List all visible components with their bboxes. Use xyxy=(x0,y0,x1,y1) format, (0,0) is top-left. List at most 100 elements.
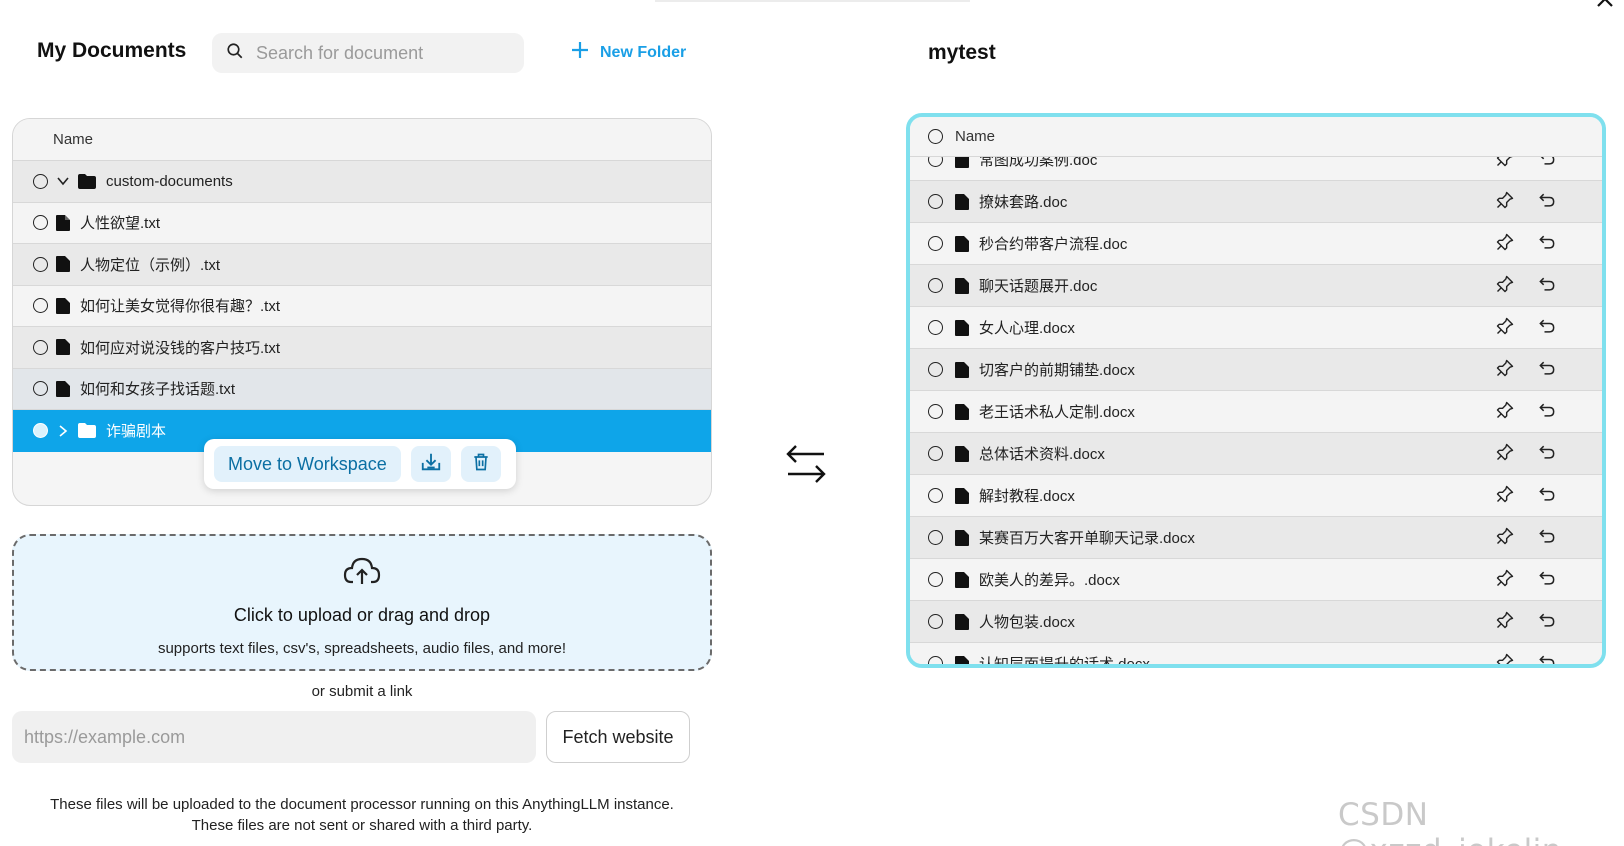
workspace-file-row[interactable]: 认知层面提升的话术.docx xyxy=(910,643,1602,664)
upload-title: Click to upload or drag and drop xyxy=(233,605,491,625)
download-icon xyxy=(420,451,442,478)
folder-icon xyxy=(78,423,96,439)
row-actions xyxy=(1495,601,1557,642)
folder-row-custom-documents[interactable]: custom-documents xyxy=(13,161,711,203)
trash-icon xyxy=(471,452,491,477)
workspace-file-row[interactable]: 老王话术私人定制.docx xyxy=(910,391,1602,433)
row-checkbox[interactable] xyxy=(928,614,943,629)
workspace-file-row[interactable]: 人物包装.docx xyxy=(910,601,1602,643)
row-checkbox[interactable] xyxy=(33,256,48,272)
workspace-file-row[interactable]: 欧美人的差异。.docx xyxy=(910,559,1602,601)
workspace-file-row[interactable]: 解封教程.docx xyxy=(910,475,1602,517)
remove-from-workspace-icon[interactable] xyxy=(1537,568,1557,592)
workspace-file-row[interactable]: 女人心理.docx xyxy=(910,307,1602,349)
remove-from-workspace-icon[interactable] xyxy=(1537,652,1557,664)
row-checkbox[interactable] xyxy=(33,339,48,355)
close-icon[interactable] xyxy=(1594,0,1618,10)
remove-from-workspace-icon[interactable] xyxy=(1537,358,1557,382)
workspace-file-row[interactable]: 聊天话题展开.doc xyxy=(910,265,1602,307)
documents-table: Name custom-documents 人性欲望.txt 人物定位（示例）.… xyxy=(12,118,712,506)
pin-icon[interactable] xyxy=(1495,526,1515,550)
row-label: 如何和女孩子找话题.txt xyxy=(80,381,236,399)
row-actions xyxy=(1495,349,1557,390)
workspace-file-row[interactable]: 撩妹套路.doc xyxy=(910,181,1602,223)
row-checkbox[interactable] xyxy=(33,298,48,314)
remove-from-workspace-icon[interactable] xyxy=(1537,274,1557,298)
row-checkbox[interactable] xyxy=(928,236,943,251)
workspace-file-row[interactable]: 总体话术资料.docx xyxy=(910,433,1602,475)
file-row[interactable]: 如何让美女觉得你很有趣？.txt xyxy=(13,285,711,327)
row-checkbox[interactable] xyxy=(928,572,943,587)
table-header: Name xyxy=(910,117,1602,157)
pin-icon[interactable] xyxy=(1495,274,1515,298)
row-checkbox[interactable] xyxy=(928,320,943,335)
row-actions xyxy=(1495,307,1557,348)
upload-dropzone[interactable]: Click to upload or drag and drop support… xyxy=(12,534,712,671)
move-to-workspace-button[interactable]: Move to Workspace xyxy=(214,446,401,482)
file-icon xyxy=(56,339,70,356)
download-button[interactable] xyxy=(410,446,451,482)
pin-icon[interactable] xyxy=(1495,316,1515,340)
row-checkbox[interactable] xyxy=(928,278,943,293)
pin-icon[interactable] xyxy=(1495,400,1515,424)
remove-from-workspace-icon[interactable] xyxy=(1537,400,1557,424)
row-label: 诈骗剧本 xyxy=(106,423,167,441)
row-checkbox[interactable] xyxy=(928,488,943,503)
row-checkbox[interactable] xyxy=(928,530,943,545)
new-folder-button[interactable]: New Folder xyxy=(570,40,686,65)
row-checkbox[interactable] xyxy=(33,173,48,189)
fetch-website-button[interactable]: Fetch website xyxy=(546,711,690,763)
search-input[interactable] xyxy=(256,42,516,64)
workspace-file-row[interactable]: 切客户的前期铺垫.docx xyxy=(910,349,1602,391)
remove-from-workspace-icon[interactable] xyxy=(1537,610,1557,634)
chevron-down-icon[interactable] xyxy=(56,174,70,188)
row-checkbox[interactable] xyxy=(928,404,943,419)
pin-icon[interactable] xyxy=(1495,610,1515,634)
file-icon xyxy=(56,214,70,231)
file-row[interactable]: 如何和女孩子找话题.txt xyxy=(13,368,711,410)
row-actions xyxy=(1495,433,1557,474)
row-label: 某赛百万大客开单聊天记录.docx xyxy=(979,530,1195,547)
pin-icon[interactable] xyxy=(1495,358,1515,382)
file-row[interactable]: 如何应对说没钱的客户技巧.txt xyxy=(13,327,711,369)
remove-from-workspace-icon[interactable] xyxy=(1537,316,1557,340)
watermark: CSDN @xzzd_jokelin xyxy=(1338,797,1561,846)
swap-arrows-icon xyxy=(784,442,828,486)
remove-from-workspace-icon[interactable] xyxy=(1537,190,1557,214)
file-row[interactable]: 人物定位（示例）.txt xyxy=(13,244,711,286)
link-url-input[interactable] xyxy=(12,711,536,763)
pin-icon[interactable] xyxy=(1495,568,1515,592)
file-icon xyxy=(955,277,969,294)
search-box[interactable] xyxy=(212,33,524,73)
workspace-file-row[interactable]: 秒合约带客户流程.doc xyxy=(910,223,1602,265)
row-actions xyxy=(1495,643,1557,664)
delete-button[interactable] xyxy=(460,446,501,482)
row-checkbox[interactable] xyxy=(33,381,48,397)
row-actions xyxy=(1495,391,1557,432)
file-icon xyxy=(955,571,969,588)
row-label: 人物包装.docx xyxy=(979,614,1075,631)
row-checkbox[interactable] xyxy=(33,215,48,231)
pin-icon[interactable] xyxy=(1495,232,1515,256)
row-checkbox[interactable] xyxy=(33,423,48,439)
workspace-file-row[interactable]: 某赛百万大客开单聊天记录.docx xyxy=(910,517,1602,559)
upload-subtitle: supports text files, csv's, spreadsheets… xyxy=(157,640,567,657)
remove-from-workspace-icon[interactable] xyxy=(1537,526,1557,550)
row-checkbox[interactable] xyxy=(928,362,943,377)
row-checkbox[interactable] xyxy=(928,446,943,461)
select-all-checkbox[interactable] xyxy=(928,129,943,144)
remove-from-workspace-icon[interactable] xyxy=(1537,484,1557,508)
file-icon xyxy=(955,445,969,462)
pin-icon[interactable] xyxy=(1495,652,1515,664)
pin-icon[interactable] xyxy=(1495,190,1515,214)
pin-icon[interactable] xyxy=(1495,484,1515,508)
row-checkbox[interactable] xyxy=(928,656,943,664)
pin-icon[interactable] xyxy=(1495,442,1515,466)
file-row[interactable]: 人性欲望.txt xyxy=(13,202,711,244)
row-checkbox[interactable] xyxy=(928,194,943,209)
row-label: 秒合约带客户流程.doc xyxy=(979,236,1128,253)
remove-from-workspace-icon[interactable] xyxy=(1537,232,1557,256)
chevron-right-icon[interactable] xyxy=(56,424,70,438)
remove-from-workspace-icon[interactable] xyxy=(1537,442,1557,466)
